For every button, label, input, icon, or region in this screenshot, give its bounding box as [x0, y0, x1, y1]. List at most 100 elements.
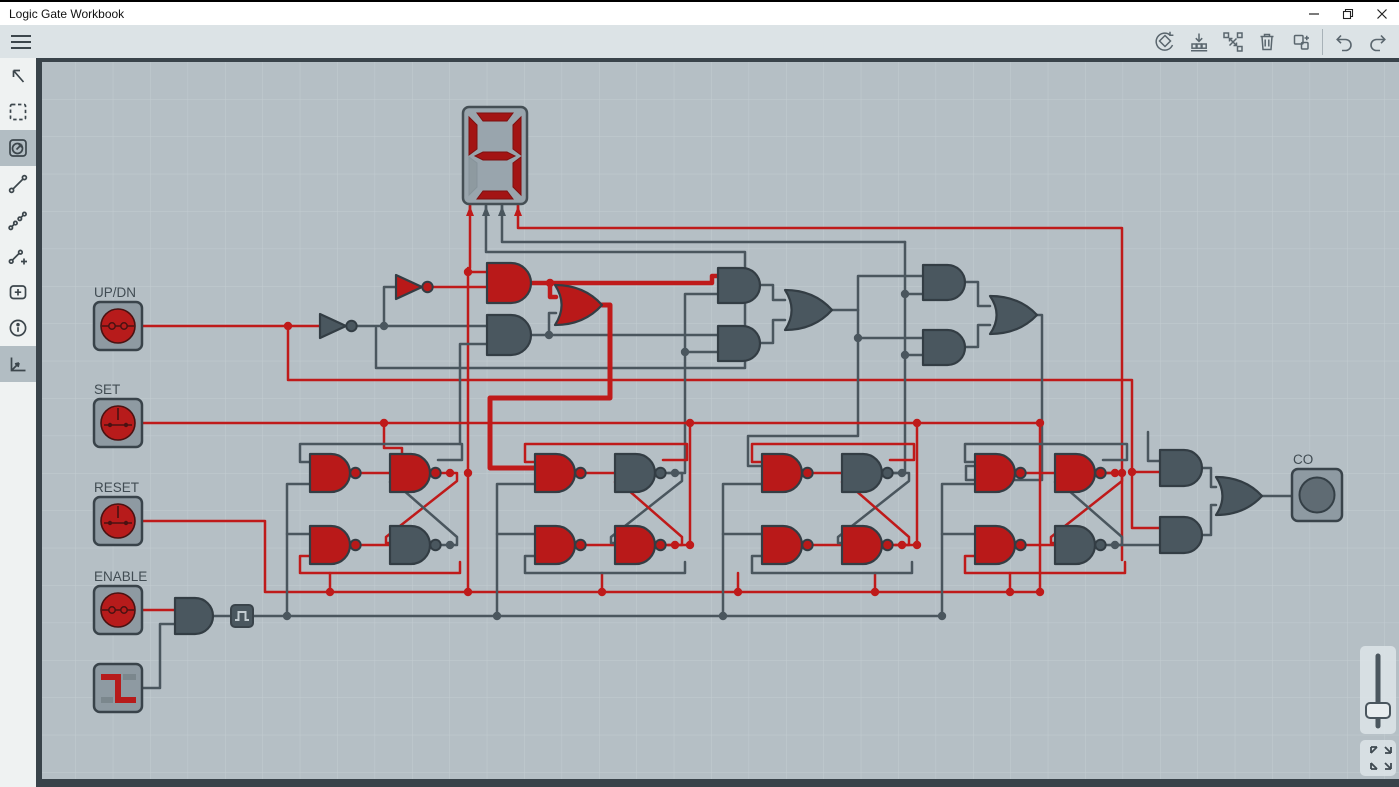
gate-and[interactable] — [485, 261, 533, 305]
wire[interactable] — [298, 554, 462, 575]
wire[interactable] — [547, 280, 559, 300]
menu-button[interactable] — [6, 29, 36, 55]
wire[interactable] — [963, 323, 992, 349]
wire[interactable] — [528, 273, 721, 286]
tool-wire[interactable] — [0, 166, 36, 202]
gate-and[interactable] — [1158, 515, 1204, 555]
wire[interactable] — [721, 482, 764, 618]
wire[interactable] — [500, 204, 907, 244]
gate-and[interactable] — [173, 596, 215, 636]
set-button-actuator[interactable] — [100, 405, 136, 441]
gate-nand[interactable] — [308, 452, 362, 494]
wire[interactable] — [1146, 430, 1162, 463]
gate-nand[interactable] — [613, 524, 667, 566]
gate-not[interactable] — [318, 312, 358, 340]
gate-or[interactable] — [783, 288, 834, 332]
zoom-slider[interactable] — [1360, 646, 1396, 734]
wire[interactable] — [836, 471, 911, 545]
gate-or[interactable] — [1214, 475, 1264, 517]
reset-button[interactable] — [92, 495, 144, 547]
wire[interactable] — [750, 554, 914, 575]
wire[interactable] — [1200, 503, 1218, 537]
wire[interactable] — [495, 482, 537, 618]
gate-nand[interactable] — [1053, 452, 1107, 494]
enable-switch[interactable] — [92, 584, 144, 636]
gate-and[interactable] — [485, 313, 533, 357]
set-button[interactable] — [92, 397, 144, 449]
gate-or[interactable] — [553, 283, 604, 327]
delete-button[interactable] — [1250, 27, 1284, 57]
reset-button-actuator[interactable] — [100, 503, 136, 539]
carry-out-led[interactable] — [1290, 467, 1344, 523]
wire[interactable] — [458, 342, 489, 446]
pulse-shaper[interactable] — [230, 604, 254, 628]
gate-nand[interactable] — [760, 452, 814, 494]
wire[interactable] — [963, 554, 1127, 575]
gate-nand[interactable] — [388, 524, 442, 566]
wire[interactable] — [940, 482, 977, 618]
wire[interactable] — [746, 308, 860, 468]
close-button[interactable] — [1365, 2, 1399, 25]
gate-and[interactable] — [921, 263, 967, 302]
tool-add-component[interactable] — [0, 274, 36, 310]
tool-wire-add-node[interactable] — [0, 238, 36, 274]
rotate-button[interactable] — [1148, 27, 1182, 57]
gate-nand[interactable] — [533, 452, 587, 494]
tool-select[interactable] — [0, 58, 36, 94]
wire[interactable] — [487, 302, 613, 471]
gate-nand[interactable] — [973, 524, 1027, 566]
redo-button[interactable] — [1361, 27, 1395, 57]
gate-nand[interactable] — [388, 452, 442, 494]
wire[interactable] — [384, 471, 459, 545]
wire[interactable] — [374, 204, 747, 370]
wire[interactable] — [516, 204, 1124, 562]
distribute-nodes-button[interactable] — [1216, 27, 1250, 57]
gate-and[interactable] — [1158, 448, 1204, 488]
minimize-button[interactable] — [1297, 2, 1331, 25]
wire[interactable] — [298, 442, 464, 464]
tool-info[interactable] — [0, 310, 36, 346]
fit-to-screen-button[interactable] — [1360, 740, 1396, 776]
tool-zoom-region[interactable] — [0, 130, 36, 166]
wire[interactable] — [140, 519, 1042, 594]
gate-and[interactable] — [921, 328, 967, 367]
tool-wire-split[interactable] — [0, 202, 36, 238]
gate-or[interactable] — [988, 294, 1039, 336]
gate-and[interactable] — [716, 266, 762, 305]
zoom-slider-handle[interactable] — [1365, 702, 1391, 719]
gate-nand[interactable] — [840, 452, 894, 494]
wire[interactable] — [547, 311, 558, 337]
wire[interactable] — [382, 421, 404, 458]
wire[interactable] — [609, 471, 684, 545]
gate-nand[interactable] — [308, 524, 362, 566]
wire[interactable] — [382, 285, 398, 328]
tool-marquee-select[interactable] — [0, 94, 36, 130]
duplicate-button[interactable] — [1284, 27, 1318, 57]
wire[interactable] — [758, 283, 787, 302]
gate-nand[interactable] — [973, 452, 1027, 494]
wire[interactable] — [286, 324, 1162, 530]
gate-nand[interactable] — [760, 524, 814, 566]
gate-nand[interactable] — [613, 452, 667, 494]
wire[interactable] — [758, 318, 787, 345]
align-bottom-button[interactable] — [1182, 27, 1216, 57]
clock-generator[interactable] — [92, 662, 144, 714]
tool-measure[interactable] — [0, 346, 36, 382]
gate-and[interactable] — [716, 324, 762, 363]
undo-button[interactable] — [1327, 27, 1361, 57]
gate-nand[interactable] — [1053, 524, 1107, 566]
gate-nand[interactable] — [533, 524, 587, 566]
wire[interactable] — [140, 622, 177, 690]
wire[interactable] — [523, 554, 687, 575]
restore-button[interactable] — [1331, 2, 1365, 25]
input-updn-switch[interactable] — [92, 300, 144, 352]
gate-not[interactable] — [394, 273, 434, 301]
seven-segment-display[interactable] — [461, 105, 529, 216]
wire[interactable] — [750, 442, 916, 464]
wire[interactable] — [963, 442, 1129, 464]
wire[interactable] — [856, 274, 925, 312]
wire[interactable] — [1200, 466, 1218, 489]
wire[interactable] — [523, 442, 689, 464]
gate-nand[interactable] — [840, 524, 894, 566]
